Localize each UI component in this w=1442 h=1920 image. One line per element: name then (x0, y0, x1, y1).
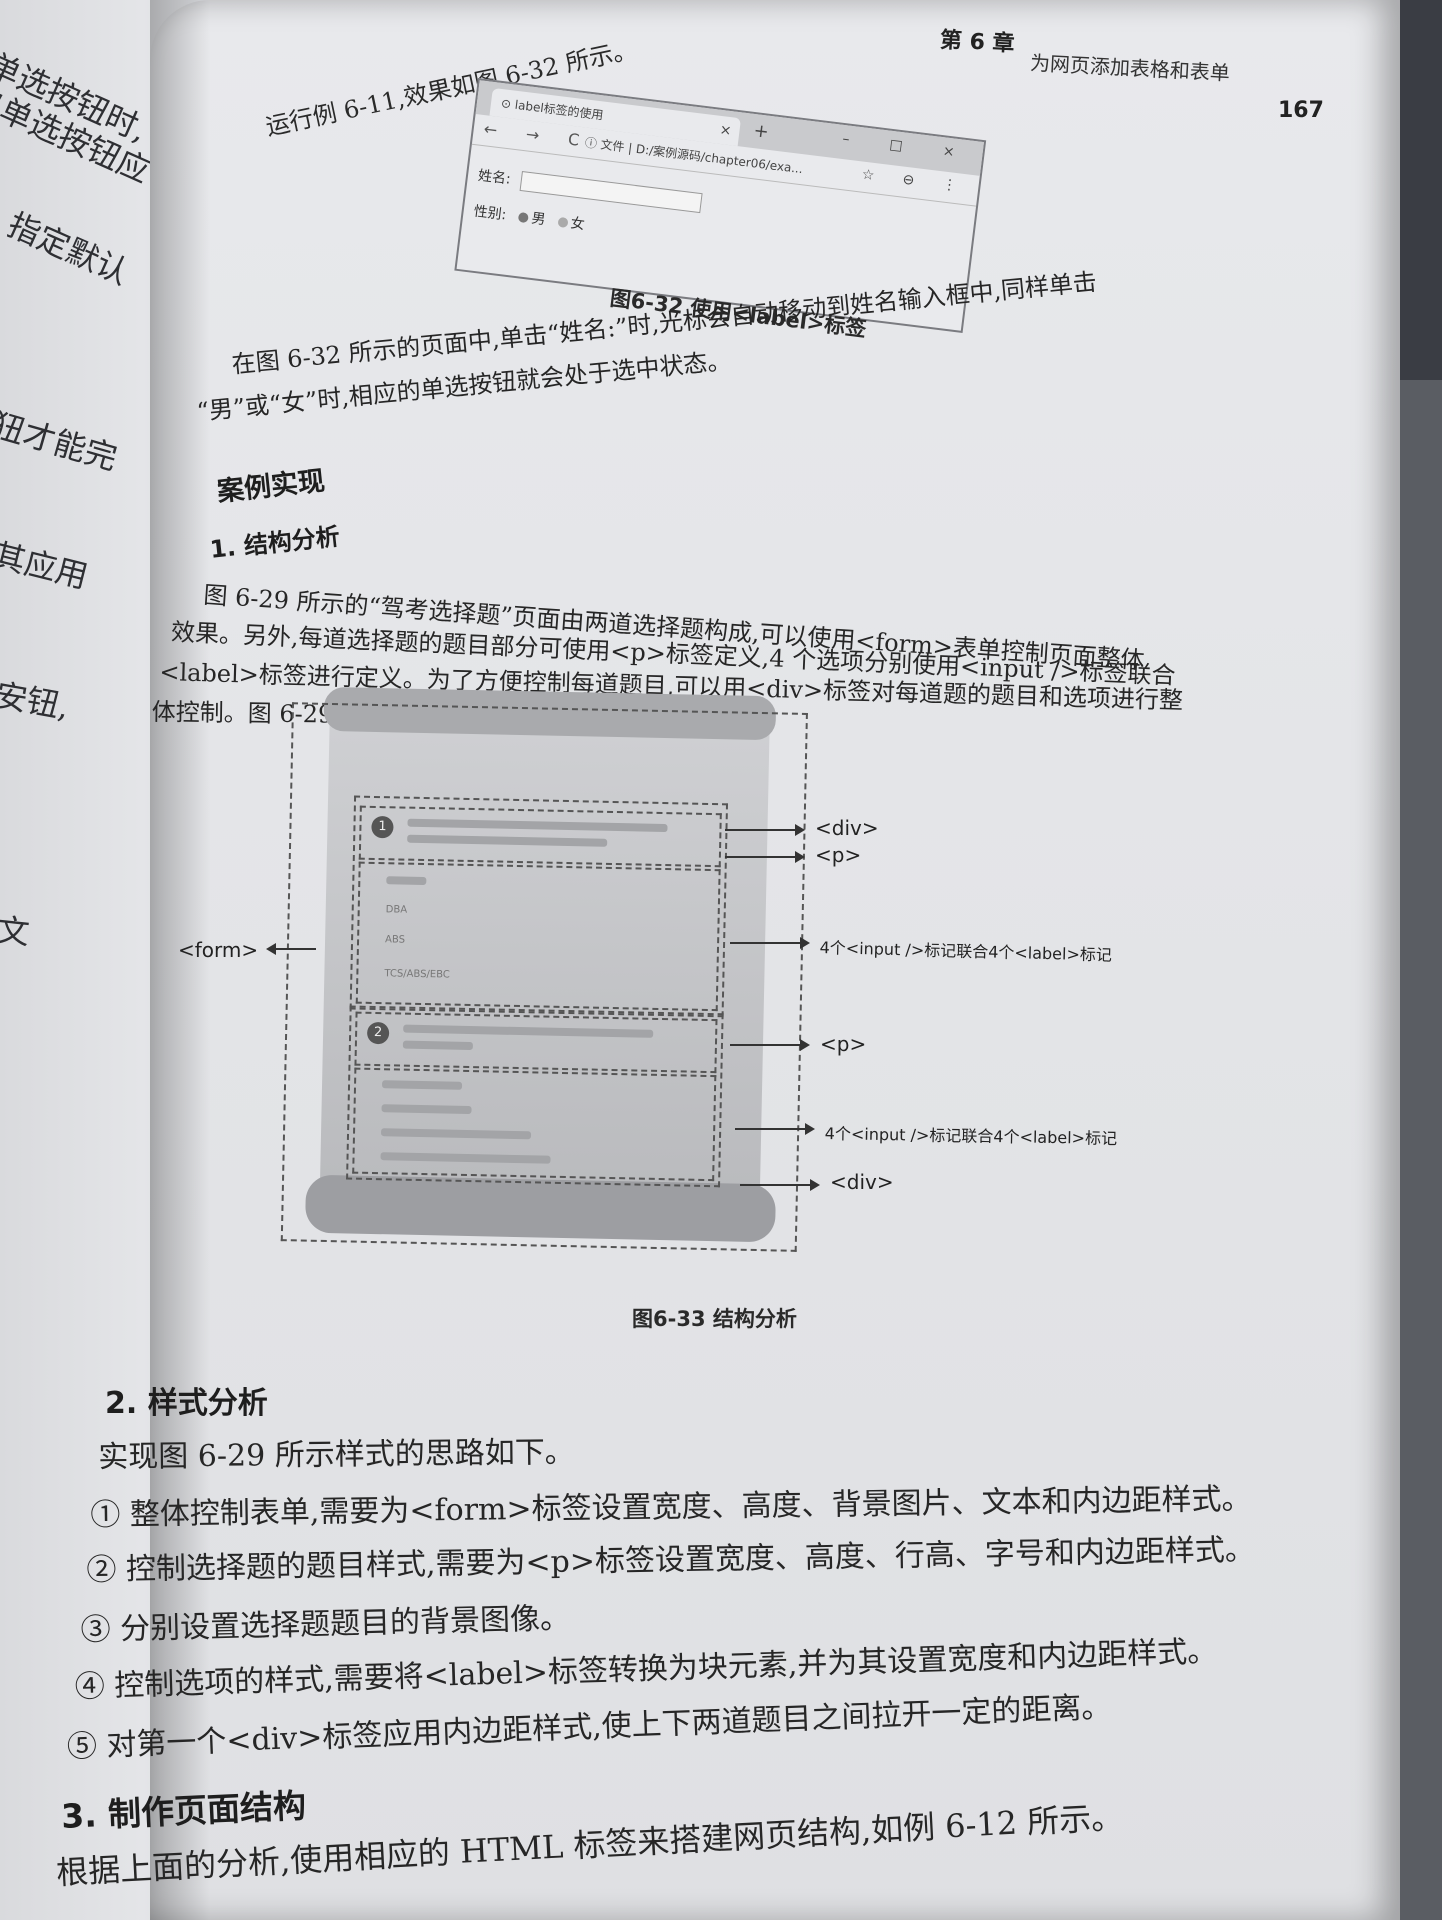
name-input (519, 171, 703, 214)
option-male: 男 (530, 210, 547, 229)
globe-icon: ⊙ (500, 96, 512, 112)
name-label: 姓名: (477, 167, 512, 188)
question1-option: ABS (384, 934, 406, 946)
option-female: 女 (569, 215, 586, 234)
structure-figure: 1 DBA ABS TCS/ABS/EBC 2 (280, 686, 808, 1252)
tab-title: label标签的使用 (514, 97, 605, 123)
arrow-line (730, 1044, 800, 1046)
left-page-fragment: 其应用 (0, 535, 92, 596)
left-page-fragment: 狃才能完 (0, 405, 122, 478)
arrow-left-icon (266, 943, 276, 955)
annotation-div-top: <div> (815, 816, 879, 840)
arrow-line (735, 1128, 805, 1130)
section2-intro: 实现图 6-29 所示样式的思路如下。 (98, 1435, 575, 1475)
window-controls: – □ × (841, 130, 974, 163)
arrow-line (730, 942, 800, 944)
blurred-option (386, 876, 427, 886)
blurred-option (381, 1080, 463, 1090)
arrow-right-icon (795, 851, 805, 863)
gender-label: 性别: (472, 203, 508, 224)
figure-633-caption: 图6-33 结构分析 (632, 1307, 797, 1331)
annotation-form: <form> (178, 938, 259, 962)
radio-male-icon (517, 212, 530, 224)
chapter-number: 第 6 章 (939, 28, 1016, 57)
blurred-text (402, 1040, 473, 1051)
section2-title: 2. 样式分析 (105, 1386, 268, 1421)
arrow-right-icon (795, 824, 805, 836)
arrow-right-icon (810, 1179, 820, 1191)
left-page-fragment: 文 (0, 910, 32, 953)
background-right (1400, 380, 1442, 1920)
question1-option: DBA (385, 904, 408, 916)
annotation-div-bottom: <div> (830, 1170, 894, 1194)
annotation-p-bottom: <p> (820, 1032, 867, 1056)
arrow-line (725, 829, 795, 831)
page-number: 167 (1278, 98, 1324, 123)
question1-option: TCS/ABS/EBC (384, 968, 450, 981)
arrow-line (725, 856, 795, 858)
arrow-line (740, 1184, 810, 1186)
annotation-inputs-bottom: 4个<input />标记联合4个<label>标记 (824, 1123, 1118, 1149)
arrow-right-icon (805, 1123, 815, 1135)
new-tab-icon: + (752, 120, 770, 143)
radio-female-icon (557, 216, 569, 228)
page-spine-shadow (150, 0, 210, 1920)
annotation-p-top: <p> (815, 843, 862, 867)
arrow-line (276, 948, 316, 950)
close-icon: × (718, 121, 733, 140)
arrow-right-icon (800, 937, 810, 949)
arrow-right-icon (800, 1039, 810, 1051)
left-page-fragment: 指定默认 (2, 205, 135, 293)
gender-row: 性别: 男 女 (473, 201, 586, 234)
left-page-fragment: 安钮, (0, 675, 73, 727)
